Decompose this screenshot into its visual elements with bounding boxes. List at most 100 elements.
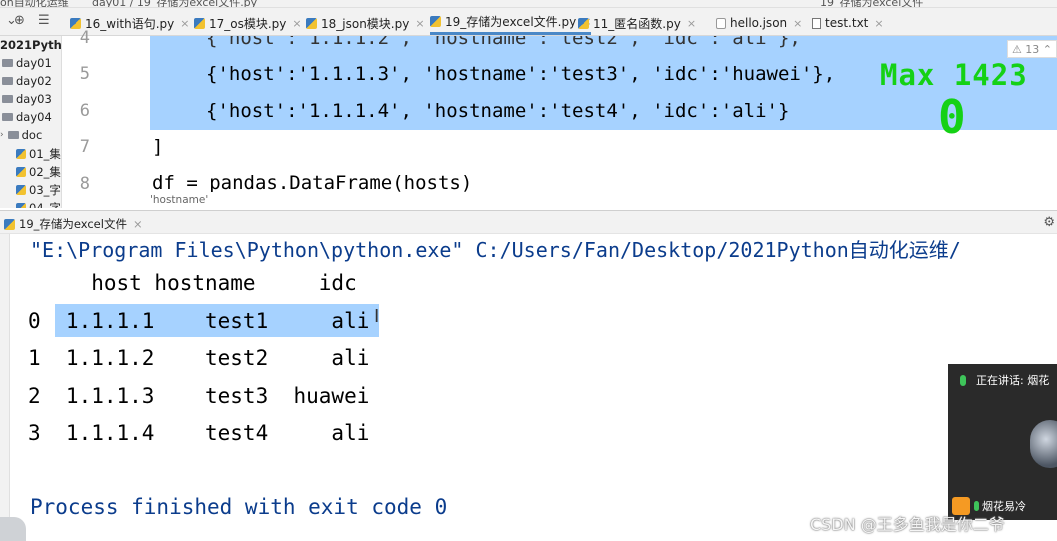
close-icon[interactable]: ×	[292, 16, 302, 30]
run-tab[interactable]: 19_存储为excel文件 ×	[4, 216, 143, 232]
line-number-gutter: 4 5 6 7 8	[62, 28, 150, 194]
split-icon[interactable]: ☰	[38, 13, 50, 28]
python-file-icon	[4, 218, 15, 230]
code-line-7: ]	[152, 136, 164, 158]
dataframe-row: 3 1.1.1.4 test4 ali	[28, 421, 370, 445]
breadcrumb-hint: 'hostname'	[150, 192, 1057, 210]
participant-name: 烟花易冷	[982, 500, 1026, 513]
python-file-icon	[16, 167, 26, 177]
sidebar-item-label: day03	[16, 92, 52, 106]
python-file-icon	[70, 17, 81, 29]
sidebar-item-label: 01_集	[29, 147, 61, 161]
json-file-icon	[716, 17, 726, 29]
line-number: 8	[79, 174, 90, 194]
participant-bar: 烟花易冷	[948, 492, 1057, 520]
tab-17-os[interactable]: 17_os模块.py ×	[194, 11, 302, 35]
tab-label: hello.json	[730, 16, 788, 30]
tab-18-json[interactable]: 18_json模块.py ×	[306, 11, 425, 35]
selection-highlight	[150, 36, 1057, 130]
sidebar-file[interactable]: 03_字	[16, 182, 61, 198]
tab-16-with[interactable]: 16_with语句.py ×	[70, 11, 189, 35]
tab-11-lambda[interactable]: 11_匿名函数.py ×	[578, 11, 696, 35]
code-line-8: df = pandas.DataFrame(hosts)	[152, 172, 473, 192]
sidebar-item-label: 02_集	[29, 165, 61, 179]
tab-label: 17_os模块.py	[209, 16, 287, 31]
warnings-badge[interactable]: ⚠ 13 ⌃	[1007, 40, 1057, 58]
python-file-icon	[194, 17, 205, 29]
project-root[interactable]: 2021Pytho	[0, 38, 62, 52]
overlay-max-counter: Max 1423	[880, 58, 1028, 92]
close-icon[interactable]: ×	[874, 16, 884, 30]
folder-icon	[2, 113, 13, 121]
line-number: 5	[79, 64, 90, 84]
editor-tabs-bar: ⌄ ⊕ ☰ 16_with语句.py × 17_os模块.py × 18_json模…	[0, 8, 1057, 36]
close-icon[interactable]: ×	[415, 16, 425, 30]
text-cursor-icon: I	[374, 306, 380, 327]
sidebar-item-label: day04	[16, 110, 52, 124]
sidebar-item-label: 04_字	[29, 201, 61, 208]
tab-label: 16_with语句.py	[85, 16, 175, 31]
sidebar-item-day04[interactable]: day04	[2, 110, 52, 124]
overlay-zero-counter: 0	[938, 90, 966, 144]
window-tab-fragment: 19_存储为excel文件	[820, 0, 924, 8]
run-tab-label: 19_存储为excel文件	[19, 217, 127, 231]
locate-icon[interactable]: ⊕	[14, 13, 25, 28]
sidebar-item-label: doc	[21, 128, 43, 142]
speaking-indicator: 正在讲话: 烟花	[948, 364, 1057, 396]
tab-19-excel[interactable]: 19_存储为excel文件.py×	[430, 11, 592, 35]
close-icon[interactable]: ×	[686, 16, 697, 30]
dataframe-row: 0 1.1.1.1 test1 ali	[28, 309, 370, 333]
folder-icon	[2, 95, 13, 103]
python-file-icon	[578, 17, 589, 29]
sidebar-item-label: 03_字	[29, 183, 61, 197]
python-file-icon	[430, 16, 441, 27]
run-tool-bar: 19_存储为excel文件 × ⚙	[0, 210, 1057, 234]
tab-test-txt[interactable]: test.txt ×	[812, 11, 884, 35]
tab-label: test.txt	[825, 16, 869, 30]
microphone-icon	[960, 374, 966, 386]
sidebar-item-doc[interactable]: › doc	[0, 128, 42, 142]
video-call-overlay[interactable]: 正在讲话: 烟花 烟花易冷	[948, 364, 1057, 520]
collapse-icon[interactable]: ⌄	[6, 13, 17, 28]
code-line-4: {'host':'1.1.1.2', 'hostname':'test2', '…	[206, 36, 801, 49]
sidebar-item-label: day01	[16, 56, 52, 70]
python-file-icon	[16, 149, 26, 159]
tab-label: 18_json模块.py	[321, 16, 410, 31]
dataframe-header: host hostname idc	[28, 271, 357, 295]
project-sidebar: 2021Pytho day01 day02 day03 day04 › doc 0…	[0, 36, 62, 208]
tab-hello-json[interactable]: hello.json ×	[716, 11, 802, 35]
gear-icon[interactable]: ⚙	[1043, 215, 1055, 230]
folder-icon	[2, 59, 13, 67]
python-file-icon	[16, 203, 26, 208]
close-icon[interactable]: ×	[793, 16, 803, 30]
close-icon[interactable]: ×	[132, 217, 143, 231]
code-line-6: {'host':'1.1.1.4', 'hostname':'test4', '…	[206, 100, 790, 122]
speaking-label: 正在讲话: 烟花	[976, 374, 1050, 387]
sidebar-file[interactable]: 04_字	[16, 200, 61, 208]
dataframe-row: 1 1.1.1.2 test2 ali	[28, 346, 370, 370]
folder-icon	[2, 77, 13, 85]
chevron-right-icon[interactable]: ›	[0, 130, 4, 140]
sidebar-item-day03[interactable]: day03	[2, 92, 52, 106]
python-file-icon	[16, 185, 26, 195]
dataframe-row: 2 1.1.1.3 test3 huawei	[28, 384, 370, 408]
project-title-fragment: on自动化运维	[0, 0, 69, 8]
text-file-icon	[812, 17, 821, 29]
close-icon[interactable]: ×	[180, 16, 190, 30]
sidebar-item-label: day02	[16, 74, 52, 88]
tab-label: 11_匿名函数.py	[593, 16, 681, 31]
python-file-icon	[306, 17, 317, 29]
sidebar-file[interactable]: 01_集	[16, 146, 61, 162]
scroll-handle[interactable]	[0, 517, 26, 541]
code-editor[interactable]: {'host':'1.1.1.2', 'hostname':'test2', '…	[150, 36, 1057, 192]
console-command: "E:\Program Files\Python\python.exe" C:/…	[30, 238, 961, 262]
watermark: CSDN @王多鱼我是你二爷	[810, 515, 1005, 534]
sidebar-item-day02[interactable]: day02	[2, 74, 52, 88]
run-console[interactable]: "E:\Program Files\Python\python.exe" C:/…	[0, 234, 1057, 541]
folder-icon	[7, 131, 19, 139]
tab-label: 19_存储为excel文件.py	[445, 15, 577, 29]
sidebar-file[interactable]: 02_集	[16, 164, 61, 180]
sidebar-item-day01[interactable]: day01	[2, 56, 52, 70]
breadcrumb: day01 / 19_存储为excel文件.py	[92, 0, 258, 8]
microphone-icon	[974, 501, 979, 511]
